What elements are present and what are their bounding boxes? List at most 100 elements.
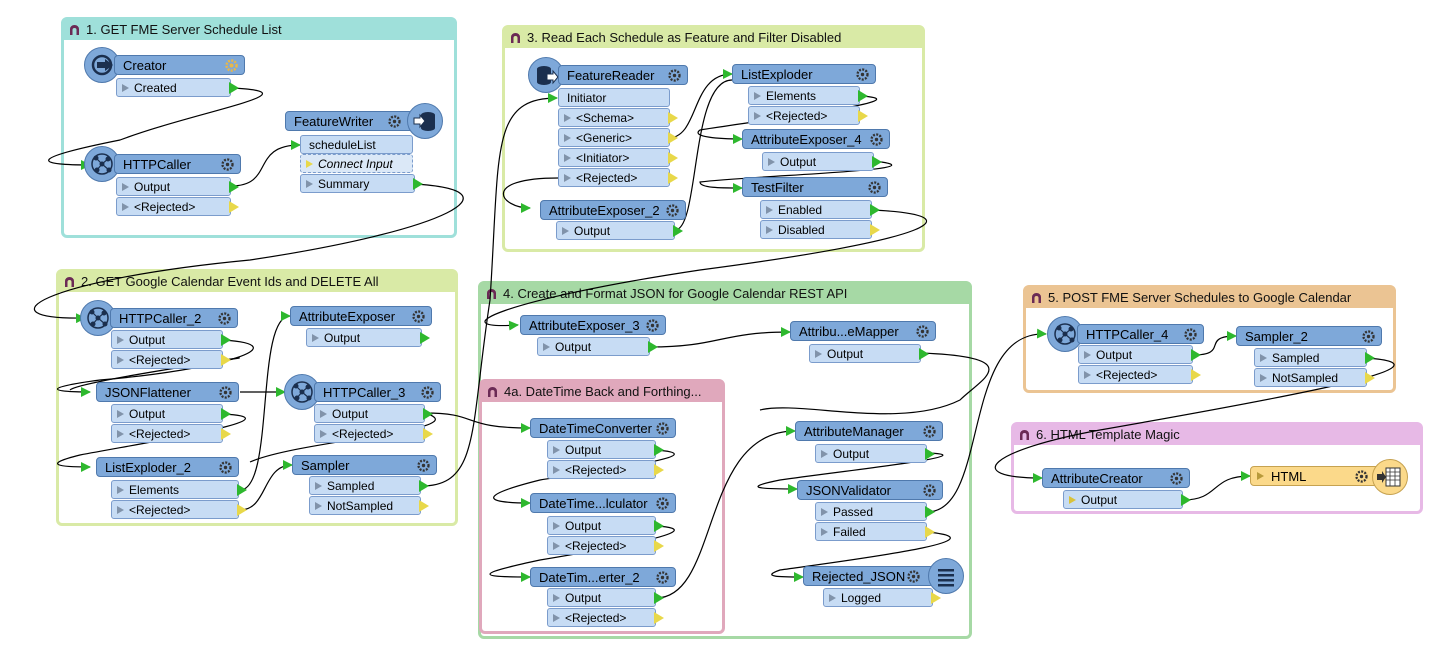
jsonflattener-transformer[interactable]: JSONFlattener	[96, 382, 239, 402]
rejected-port-arrow-icon[interactable]	[654, 463, 664, 476]
sampler2-sampled-port[interactable]: Sampled	[1254, 348, 1367, 367]
output-port-arrow-icon[interactable]	[654, 519, 664, 532]
gear-icon[interactable]	[217, 311, 232, 326]
rejected-port-arrow-icon[interactable]	[1365, 371, 1375, 384]
testfilter-enabled-port[interactable]: Enabled	[760, 200, 872, 219]
gear-icon[interactable]	[1361, 329, 1376, 344]
output-port-arrow-icon[interactable]	[872, 155, 882, 168]
gear-icon[interactable]	[420, 385, 435, 400]
html-writer-icon[interactable]	[1372, 459, 1408, 495]
attrmapper-output-port[interactable]: Output	[809, 344, 921, 363]
gear-icon[interactable]	[655, 570, 670, 585]
output-port-arrow-icon[interactable]	[858, 89, 868, 102]
gear-icon[interactable]	[922, 483, 937, 498]
testfilter-transformer[interactable]: TestFilter	[742, 177, 888, 197]
httpcaller4-rejected-port[interactable]: <Rejected>	[1078, 365, 1193, 384]
listexploder-elements-port[interactable]: Elements	[748, 86, 860, 105]
featurereader-initiator-port[interactable]: <Initiator>	[558, 148, 670, 167]
output-port-arrow-icon[interactable]	[870, 203, 880, 216]
attrmapper-transformer[interactable]: Attribu...eMapper	[790, 321, 936, 341]
gear-icon[interactable]	[218, 460, 233, 475]
rejected-port-arrow-icon[interactable]	[931, 591, 941, 604]
sampler2-transformer[interactable]: Sampler_2	[1236, 326, 1382, 346]
attrcreator-transformer[interactable]: AttributeCreator	[1042, 468, 1190, 488]
dtconverter2-transformer[interactable]: DateTim...erter_2	[530, 567, 676, 587]
logger-icon[interactable]	[928, 558, 964, 594]
bookmark-5-header[interactable]: 5. POST FME Server Schedules to Google C…	[1026, 288, 1393, 308]
listexploder-rejected-port[interactable]: <Rejected>	[748, 106, 860, 125]
gear-icon[interactable]	[411, 309, 426, 324]
gear-icon[interactable]	[1183, 327, 1198, 342]
output-port-arrow-icon[interactable]	[413, 177, 423, 190]
creator-transformer[interactable]: Creator	[114, 55, 245, 75]
rejected-port-arrow-icon[interactable]	[668, 111, 678, 124]
gear-icon[interactable]	[906, 569, 921, 584]
dtcalculator-transformer[interactable]: DateTime...lculator	[530, 493, 676, 513]
featurereader-initiator-input-port[interactable]: Initiator	[558, 88, 670, 107]
output-port-arrow-icon[interactable]	[673, 224, 683, 237]
html-writer-featuretype[interactable]: HTML	[1250, 466, 1382, 486]
featurereader-transformer[interactable]: FeatureReader	[558, 65, 688, 85]
jsonvalidator-failed-port[interactable]: Failed	[815, 522, 927, 541]
rejected-port-arrow-icon[interactable]	[870, 223, 880, 236]
featurewriter-connectinput-port[interactable]: Connect Input	[300, 154, 413, 173]
bookmark-4-header[interactable]: 4. Create and Format JSON for Google Cal…	[481, 284, 969, 304]
httpcaller2-transformer[interactable]: HTTPCaller_2	[110, 308, 238, 328]
bookmark-2-header[interactable]: 2. GET Google Calendar Event Ids and DEL…	[59, 272, 455, 292]
rejected-port-arrow-icon[interactable]	[668, 151, 678, 164]
gear-icon[interactable]	[869, 132, 884, 147]
rejected-port-arrow-icon[interactable]	[221, 353, 231, 366]
rejected-port-arrow-icon[interactable]	[668, 171, 678, 184]
output-port-arrow-icon[interactable]	[1181, 493, 1191, 506]
gear-icon[interactable]	[655, 421, 670, 436]
gear-icon[interactable]	[667, 68, 682, 83]
sampler2-notsampled-port[interactable]: NotSampled	[1254, 368, 1367, 387]
testfilter-disabled-port[interactable]: Disabled	[760, 220, 872, 239]
rejected-port-arrow-icon[interactable]	[654, 539, 664, 552]
output-port-arrow-icon[interactable]	[654, 591, 664, 604]
attrexposer4-transformer[interactable]: AttributeExposer_4	[742, 129, 890, 149]
gear-icon[interactable]	[220, 157, 235, 172]
jsonflattener-rejected-port[interactable]: <Rejected>	[111, 424, 223, 443]
gear-icon[interactable]	[224, 58, 239, 73]
featurewriter-icon[interactable]	[407, 103, 443, 139]
sampler-notsampled-port[interactable]: NotSampled	[309, 496, 421, 515]
output-port-arrow-icon[interactable]	[654, 443, 664, 456]
output-port-arrow-icon[interactable]	[1365, 351, 1375, 364]
httpcaller3-transformer[interactable]: HTTPCaller_3	[314, 382, 441, 402]
featurereader-generic-port[interactable]: <Generic>	[558, 128, 670, 147]
attrexposer2-output-port[interactable]: Output	[556, 221, 675, 240]
rejected-port-arrow-icon[interactable]	[423, 427, 433, 440]
gear-icon[interactable]	[1169, 471, 1184, 486]
httpcaller2-rejected-port[interactable]: <Rejected>	[111, 350, 223, 369]
featurewriter-summary-port[interactable]: Summary	[300, 174, 415, 193]
output-port-arrow-icon[interactable]	[420, 331, 430, 344]
output-port-arrow-icon[interactable]	[648, 340, 658, 353]
bookmark-4a-header[interactable]: 4a. DateTime Back and Forthing...	[482, 382, 722, 402]
dtconverter2-rejected-port[interactable]: <Rejected>	[547, 608, 656, 627]
featurereader-rejected-port[interactable]: <Rejected>	[558, 168, 670, 187]
attrmanager-transformer[interactable]: AttributeManager	[795, 421, 943, 441]
gear-icon[interactable]	[1354, 469, 1369, 484]
dtconverter-output-port[interactable]: Output	[547, 440, 656, 459]
output-port-arrow-icon[interactable]	[1191, 348, 1201, 361]
httpcaller-rejected-port[interactable]: <Rejected>	[116, 197, 231, 216]
jsonvalidator-transformer[interactable]: JSONValidator	[797, 480, 943, 500]
httpcaller4-output-port[interactable]: Output	[1078, 345, 1193, 364]
bookmark-1-header[interactable]: 1. GET FME Server Schedule List	[64, 20, 454, 40]
bookmark-6-header[interactable]: 6. HTML Template Magic	[1014, 425, 1420, 445]
gear-icon[interactable]	[915, 324, 930, 339]
httpcaller-output-port[interactable]: Output	[116, 177, 231, 196]
listexploder-transformer[interactable]: ListExploder	[732, 64, 876, 84]
jsonvalidator-passed-port[interactable]: Passed	[815, 502, 927, 521]
output-port-arrow-icon[interactable]	[419, 479, 429, 492]
rejected-port-arrow-icon[interactable]	[858, 109, 868, 122]
rejected-port-arrow-icon[interactable]	[668, 131, 678, 144]
gear-icon[interactable]	[922, 424, 937, 439]
output-port-arrow-icon[interactable]	[925, 447, 935, 460]
rejectedjson-transformer[interactable]: Rejected_JSON	[803, 566, 936, 586]
dtcalculator-output-port[interactable]: Output	[547, 516, 656, 535]
gear-icon[interactable]	[855, 67, 870, 82]
gear-icon[interactable]	[416, 458, 431, 473]
attrcreator-output-port[interactable]: Output	[1063, 490, 1183, 509]
